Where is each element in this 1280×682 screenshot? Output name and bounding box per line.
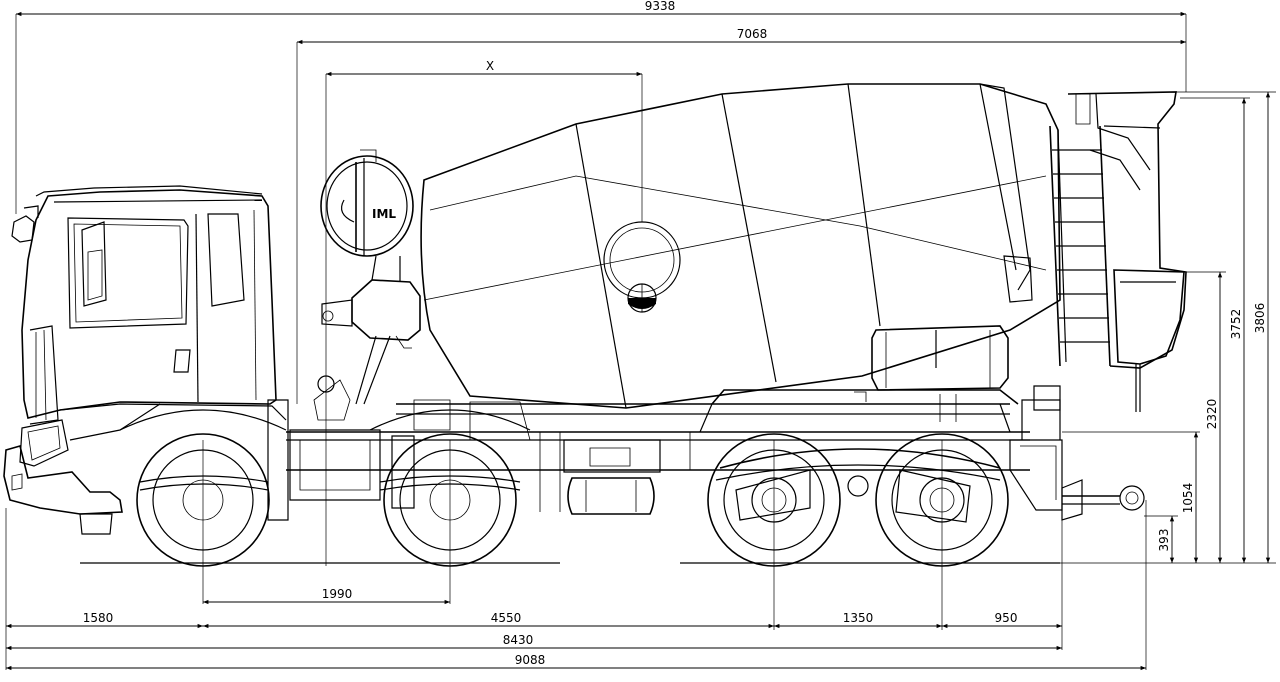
- dim-drum-length: 7068: [737, 27, 768, 41]
- water-tank: IML: [320, 149, 421, 405]
- dimension-lines: 9338 7068 X 1990 1580 4550 1350 950 8430: [5, 0, 1276, 671]
- truck-cab: [3, 185, 287, 535]
- chassis-frame: [139, 375, 1145, 523]
- dim-front-overhang: 1580: [83, 611, 114, 625]
- dim-wheelbase-b: 4550: [491, 611, 522, 625]
- dim-height-drum: 3752: [1229, 309, 1243, 340]
- dim-overall-height: 9338: [645, 0, 676, 13]
- dim-total-wheelbase: 8430: [503, 633, 534, 647]
- dim-height-hopper: 2320: [1205, 399, 1219, 430]
- dim-height-frame: 1054: [1181, 483, 1195, 514]
- dim-wheelbase-a: 1990: [322, 587, 353, 601]
- drum-subframe: [396, 389, 1019, 433]
- rear-water-tank: [871, 325, 1009, 391]
- dim-tandem-spacing: 1350: [843, 611, 874, 625]
- dim-overall-length: 9088: [515, 653, 546, 667]
- drum-logo-text: IML: [372, 207, 396, 221]
- dim-drum-x: X: [486, 59, 494, 73]
- mixer-drum: [420, 83, 1061, 409]
- dim-height-hitch: 393: [1157, 529, 1171, 552]
- dim-rear-overhang: 950: [995, 611, 1018, 625]
- dim-height-total: 3806: [1253, 303, 1267, 334]
- hopper-assembly: [1003, 91, 1187, 412]
